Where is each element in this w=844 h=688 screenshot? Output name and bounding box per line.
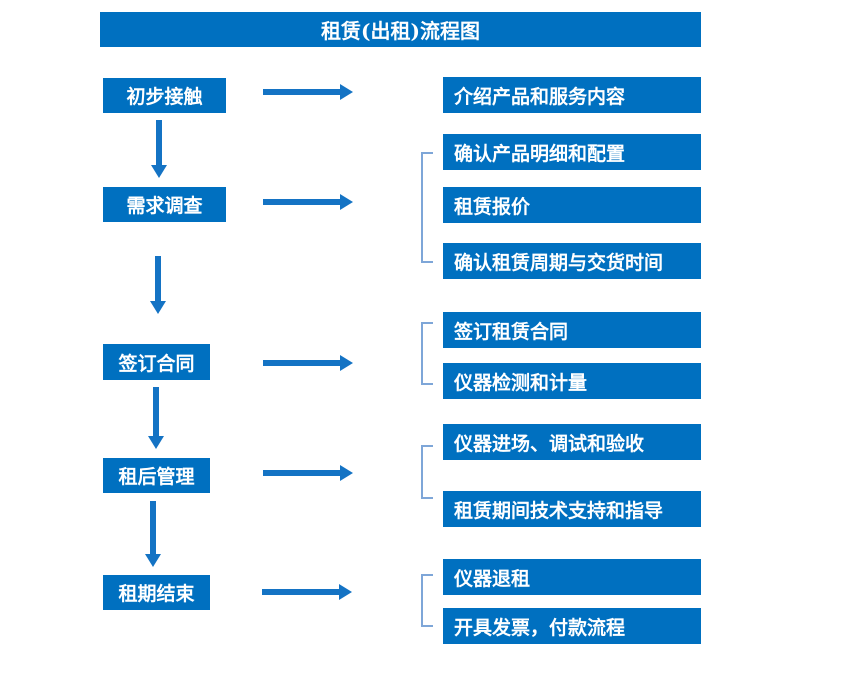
- bracket-connector: [421, 445, 433, 499]
- arrow-down-icon: [151, 120, 167, 178]
- arrow-right-icon: [262, 584, 352, 600]
- bracket-connector: [421, 152, 433, 263]
- step-box-post-rental-management: 租后管理: [103, 458, 210, 493]
- detail-box-rental-quote: 租赁报价: [443, 187, 701, 223]
- detail-box-introduce-products: 介绍产品和服务内容: [443, 77, 701, 113]
- detail-box-confirm-period-delivery: 确认租赁周期与交货时间: [443, 243, 701, 279]
- page-title: 租赁(出租)流程图: [321, 19, 480, 43]
- arrow-right-icon: [263, 194, 353, 210]
- arrow-right-icon: [263, 355, 353, 371]
- arrow-down-icon: [150, 256, 166, 314]
- detail-box-instrument-inspection: 仪器检测和计量: [443, 363, 701, 399]
- title-bar: 租赁(出租)流程图: [100, 12, 701, 47]
- bracket-connector: [421, 322, 433, 385]
- detail-box-sign-rental-contract: 签订租赁合同: [443, 312, 701, 348]
- arrow-right-icon: [263, 465, 353, 481]
- detail-box-instrument-setup-acceptance: 仪器进场、调试和验收: [443, 424, 701, 460]
- arrow-down-icon: [145, 501, 161, 567]
- step-box-needs-survey: 需求调查: [103, 187, 226, 222]
- arrow-right-icon: [263, 84, 353, 100]
- arrow-down-icon: [148, 387, 164, 449]
- step-box-sign-contract: 签订合同: [103, 344, 210, 380]
- detail-box-confirm-product-details: 确认产品明细和配置: [443, 134, 701, 170]
- bracket-connector: [421, 574, 433, 627]
- step-box-lease-end: 租期结束: [103, 575, 210, 610]
- detail-box-tech-support: 租赁期间技术支持和指导: [443, 491, 701, 527]
- detail-box-instrument-return: 仪器退租: [443, 559, 701, 595]
- step-box-initial-contact: 初步接触: [103, 78, 226, 113]
- detail-box-invoice-payment: 开具发票，付款流程: [443, 608, 701, 644]
